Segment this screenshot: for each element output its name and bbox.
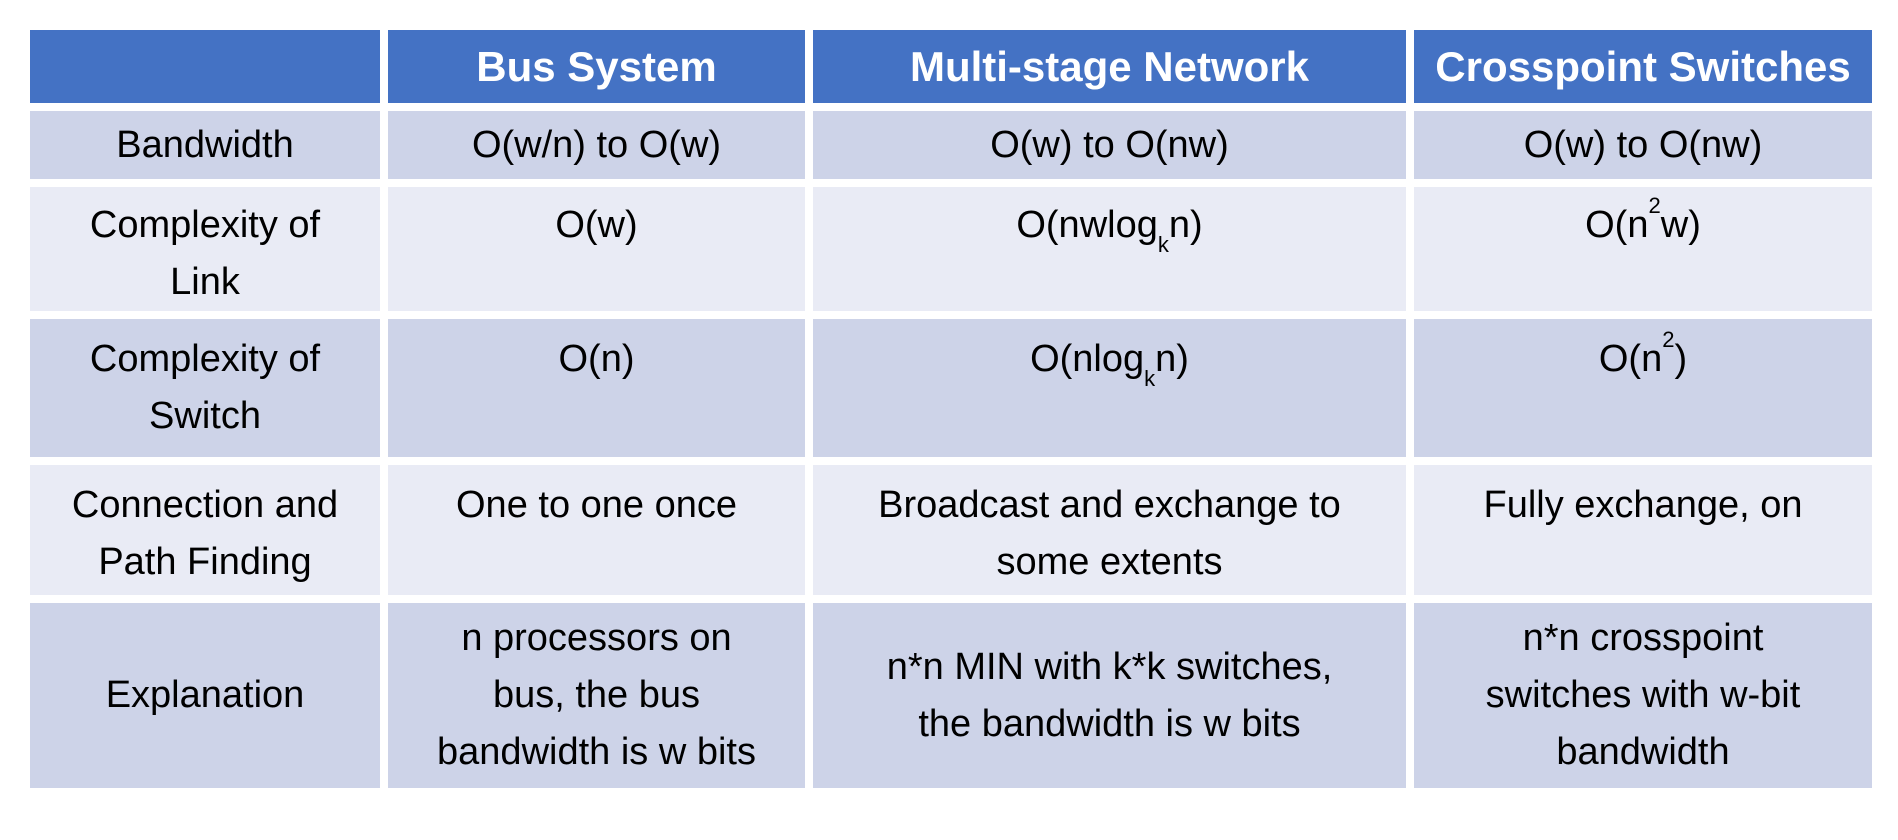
cell-line: Bandwidth bbox=[116, 123, 294, 166]
cell-line: n processors on bbox=[461, 617, 732, 659]
cell-line: O(w/n) to O(w) bbox=[471, 123, 722, 166]
table-cell: O(n2w) bbox=[1414, 187, 1872, 311]
cell-line: switches with w-bit bbox=[1485, 674, 1801, 716]
table-cell: O(nlogkn) bbox=[813, 319, 1406, 457]
superscript: 2 bbox=[1648, 193, 1661, 219]
cell-line: Complexity of bbox=[89, 338, 321, 380]
cell-line: O(nlogkn) bbox=[1030, 338, 1189, 391]
cell-line: Complexity of bbox=[89, 204, 321, 246]
table-body: Bandwidth O(w/n) to O(w) O(w) to O(nw) O(w)… bbox=[30, 111, 1872, 788]
table-cell: O(w) to O(nw) bbox=[1414, 111, 1872, 179]
table-row-bandwidth: Bandwidth O(w/n) to O(w) O(w) to O(nw) O(w)… bbox=[30, 111, 1872, 179]
row-label-bandwidth: Bandwidth bbox=[30, 111, 380, 179]
cell-line: Broadcast and exchange to bbox=[878, 484, 1341, 526]
subscript: k bbox=[1157, 231, 1169, 257]
cell-line: Explanation bbox=[105, 674, 305, 716]
cell-line: n*n MIN with k*k switches, bbox=[886, 645, 1333, 688]
cell-line: O(w) bbox=[555, 204, 638, 246]
table-cell: O(nwlogkn) bbox=[813, 187, 1406, 311]
table-cell: O(n) bbox=[388, 319, 805, 457]
column-header-multi-stage-network: Multi-stage Network bbox=[813, 30, 1406, 103]
cell-line: O(n2) bbox=[1598, 327, 1688, 380]
cell-line: bandwidth bbox=[1556, 731, 1730, 773]
table-cell: Broadcast and exchange to some extents bbox=[813, 465, 1406, 595]
table-cell: One to one once bbox=[388, 465, 805, 595]
table-row-explanation: Explanation n processors on bus, the bus ba… bbox=[30, 603, 1872, 788]
table-cell: O(n2) bbox=[1414, 319, 1872, 457]
cell-line: One to one once bbox=[456, 484, 737, 526]
table-row-complexity-of-link: Complexity of Link O(w) O(nwlogkn) O(n2w) bbox=[30, 187, 1872, 311]
cell-line: the bandwidth is w bits bbox=[918, 702, 1301, 745]
table-cell: Fully exchange, on bbox=[1414, 465, 1872, 595]
row-label-explanation: Explanation bbox=[30, 603, 380, 788]
subscript: k bbox=[1144, 365, 1156, 391]
cell-line: Connection and bbox=[71, 484, 339, 526]
cell-line: bandwidth is w bits bbox=[437, 731, 756, 773]
column-header-bus-system: Bus System bbox=[388, 30, 805, 103]
cell-line: bus, the bus bbox=[492, 674, 701, 716]
cell-line: Link bbox=[170, 261, 240, 303]
column-header-crosspoint-switches: Crosspoint Switches bbox=[1414, 30, 1872, 103]
column-header-empty bbox=[30, 30, 380, 103]
table-row-complexity-of-switch: Complexity of Switch O(n) O(nlogkn) O(n2) bbox=[30, 319, 1872, 457]
cell-line: Path Finding bbox=[98, 541, 312, 583]
row-label-complexity-of-switch: Complexity of Switch bbox=[30, 319, 380, 457]
superscript: 2 bbox=[1662, 327, 1675, 353]
cell-line: O(nwlogkn) bbox=[1016, 204, 1203, 257]
cell-line: O(n) bbox=[558, 338, 635, 380]
table-cell: n*n crosspoint switches with w-bit bandwid… bbox=[1414, 603, 1872, 788]
table-cell: n*n MIN with k*k switches, the bandwidth … bbox=[813, 603, 1406, 788]
cell-line: some extents bbox=[996, 541, 1223, 583]
cell-line: O(n2w) bbox=[1585, 193, 1701, 246]
table-cell: O(w) to O(nw) bbox=[813, 111, 1406, 179]
cell-line: n*n crosspoint bbox=[1522, 617, 1764, 659]
table-cell: O(w) bbox=[388, 187, 805, 311]
cell-line: Switch bbox=[149, 395, 261, 437]
table-cell: n processors on bus, the bus bandwidth is … bbox=[388, 603, 805, 788]
row-label-complexity-of-link: Complexity of Link bbox=[30, 187, 380, 311]
cell-line: Fully exchange, on bbox=[1483, 484, 1803, 526]
cell-line: O(w) to O(nw) bbox=[1523, 123, 1763, 166]
cell-line: O(w) to O(nw) bbox=[990, 123, 1229, 166]
table-cell: O(w/n) to O(w) bbox=[388, 111, 805, 179]
